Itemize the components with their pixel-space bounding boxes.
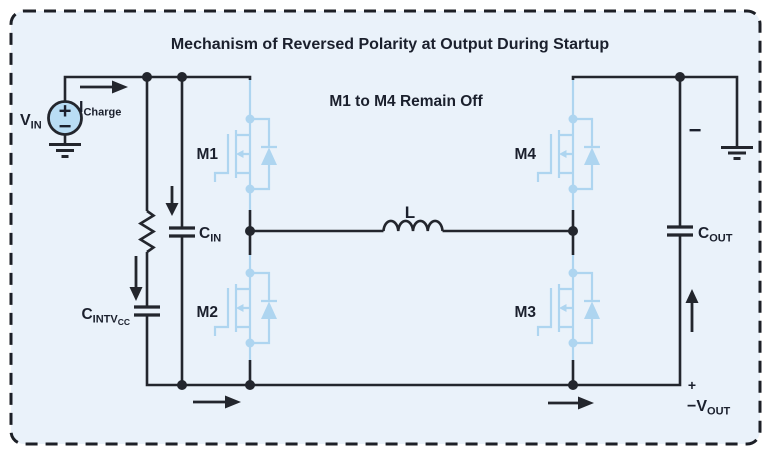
label-vout: −VOUT [687,398,731,418]
capacitor-cin [169,226,195,238]
resistor [138,209,156,254]
label-icharge: ICharge [79,99,121,119]
label-cin: CIN [199,225,221,245]
vin-source: + − [47,99,83,139]
page-title: Mechanism of Reversed Polarity at Output… [171,36,610,53]
arrow-output-up [685,289,699,332]
arrow-icharge-right [80,80,128,94]
arrow-cintvcc-down [129,256,143,301]
mosfet-leads [248,79,575,361]
ground-symbol-right [721,146,753,160]
label-vin: VIN [20,112,42,132]
label-inductor: L [405,203,415,222]
arrow-bottom-right-right [548,396,594,410]
output-plus-mark: + [688,377,696,393]
annotation-mosfets-off: M1 to M4 Remain Off [329,93,483,110]
label-m3: M3 [514,304,536,321]
capacitor-cintvcc [134,305,160,317]
capacitor-cout [667,225,693,237]
source-minus-mark: − [59,114,72,139]
label-cout: COUT [698,225,733,245]
label-m1: M1 [196,146,218,163]
arrow-bottom-left-right [193,395,241,409]
ground-symbol-left [49,143,81,158]
inductor [382,219,444,232]
label-cintvcc: CINTVCC [81,306,130,327]
junction-dots [142,72,685,390]
label-m2: M2 [196,304,218,321]
source-plus-mark: + [59,99,72,124]
arrow-cin-down [165,186,179,216]
output-minus-mark: − [689,118,702,143]
label-m4: M4 [514,146,536,163]
